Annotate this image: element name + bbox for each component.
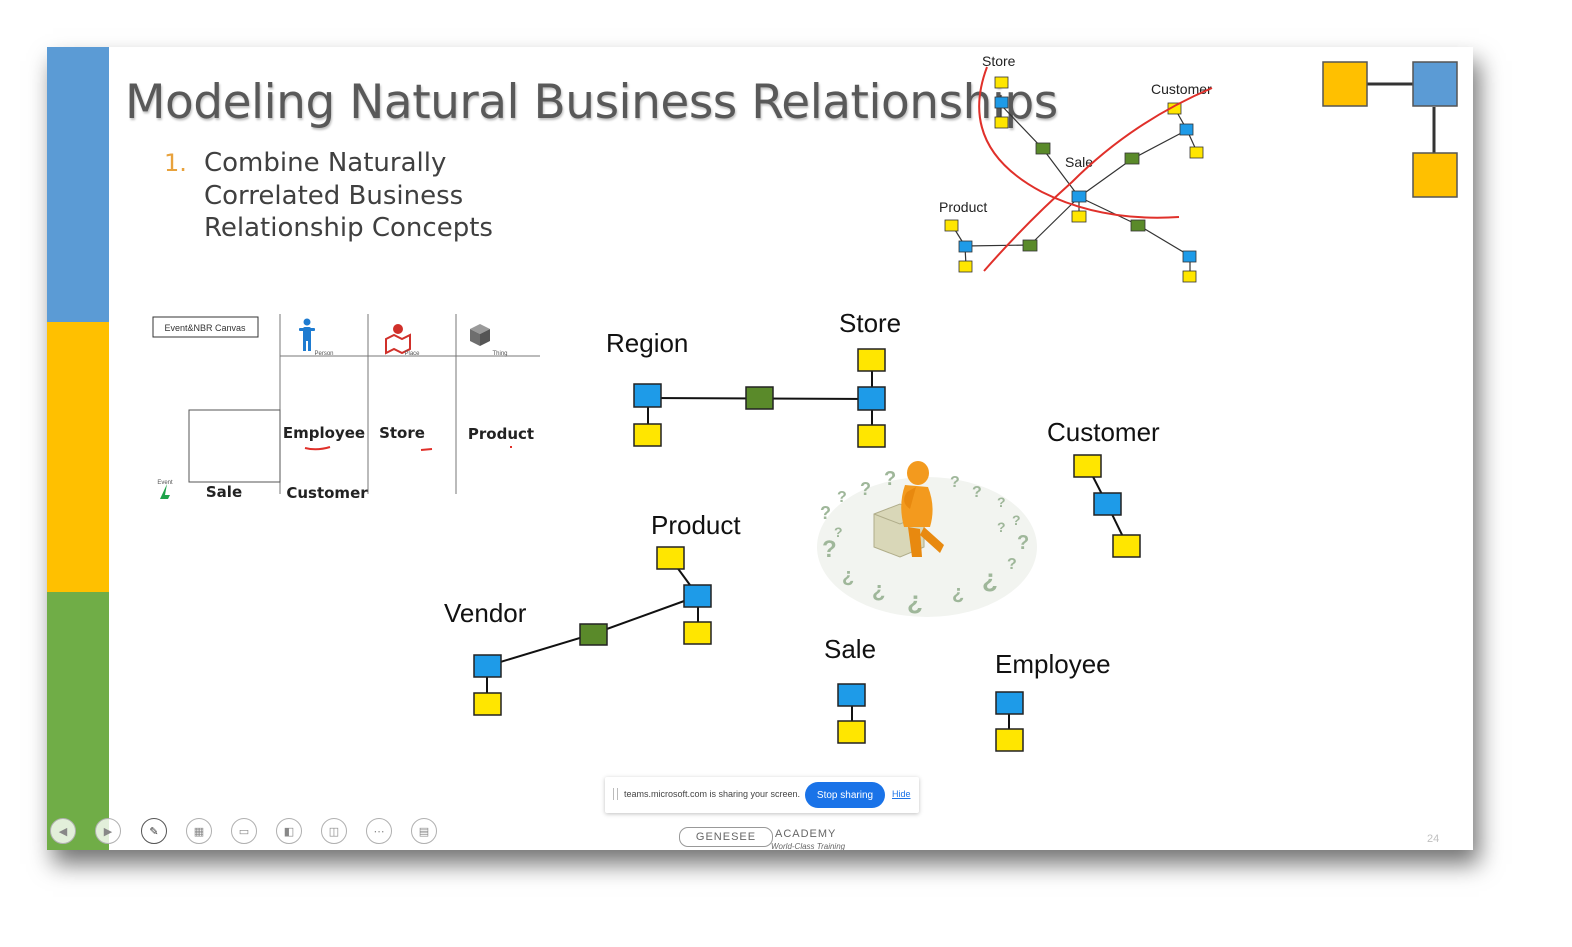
screen-share-bar: teams.microsoft.com is sharing your scre… xyxy=(605,777,919,813)
next-slide-button[interactable]: ▶ xyxy=(95,818,121,844)
mini-sale-label: Sale xyxy=(1065,154,1093,170)
bullet-text: Combine Naturally Correlated Business Re… xyxy=(204,148,493,243)
main-relationship-diagram: Region Store Customer Product Vendor Sal… xyxy=(444,308,1160,752)
svg-text:¿: ¿ xyxy=(842,565,854,587)
svg-text:?: ? xyxy=(860,479,871,499)
accent-band-orange xyxy=(47,322,109,592)
map-icon xyxy=(385,324,411,355)
mini-product-label: Product xyxy=(939,199,987,215)
canvas-sale: Sale xyxy=(206,483,242,499)
person-icon xyxy=(299,318,315,351)
canvas-store: Store xyxy=(379,424,425,442)
col-tag-person: Person xyxy=(314,351,333,357)
vendor-label: Vendor xyxy=(444,598,527,628)
camera-button[interactable]: ◧ xyxy=(276,818,302,844)
svg-text:?: ? xyxy=(997,494,1006,510)
svg-text:?: ? xyxy=(837,489,847,506)
svg-text:¿: ¿ xyxy=(952,582,964,604)
previous-slide-button[interactable]: ◀ xyxy=(50,818,76,844)
svg-text:?: ? xyxy=(822,536,837,563)
mini-relationship-diagram: Store Customer Sale Product xyxy=(939,53,1213,283)
svg-text:?: ? xyxy=(997,519,1006,535)
canvas-customer: Customer xyxy=(286,484,368,499)
svg-text:¿: ¿ xyxy=(872,577,885,602)
pen-tool-button[interactable]: ✎ xyxy=(141,818,167,844)
event-nbr-canvas: Event&NBR Canvas Person Place Thing Empl xyxy=(152,314,540,499)
col-tag-thing: Thing xyxy=(492,351,507,357)
subtitles-button[interactable]: ▤ xyxy=(411,818,437,844)
stop-sharing-button[interactable]: Stop sharing xyxy=(805,782,885,808)
hide-link[interactable]: Hide xyxy=(892,789,911,799)
see-all-slides-button[interactable]: ▦ xyxy=(186,818,212,844)
mini-customer-label: Customer xyxy=(1151,81,1212,97)
svg-text:¿: ¿ xyxy=(907,585,923,615)
customer-label: Customer xyxy=(1047,417,1160,447)
svg-text:¿: ¿ xyxy=(982,563,998,593)
canvas-employee: Employee xyxy=(283,424,365,442)
logo-right-text: ACADEMY xyxy=(775,828,837,840)
mini-store-label: Store xyxy=(982,53,1016,69)
accent-band-blue xyxy=(47,47,109,322)
bullet-number: 1. xyxy=(164,149,187,177)
svg-text:?: ? xyxy=(1007,556,1017,573)
canvas-header: Event&NBR Canvas xyxy=(164,323,246,333)
svg-text:?: ? xyxy=(1012,512,1021,528)
region-label: Region xyxy=(606,328,688,358)
package-icon xyxy=(470,324,490,346)
accent-band-green xyxy=(47,592,109,850)
slide-page-number: 24 xyxy=(1427,833,1440,845)
employee-label: Employee xyxy=(995,649,1111,679)
svg-text:?: ? xyxy=(834,524,843,540)
svg-text:?: ? xyxy=(972,484,982,501)
share-message: teams.microsoft.com is sharing your scre… xyxy=(624,789,801,799)
logo-tagline: World-Class Training xyxy=(771,842,846,850)
svg-text:?: ? xyxy=(1017,532,1029,554)
product-label: Product xyxy=(651,510,741,540)
more-options-button[interactable]: ⋯ xyxy=(366,818,392,844)
svg-text:?: ? xyxy=(820,503,831,523)
svg-text:?: ? xyxy=(884,468,896,490)
slide-title: Modeling Natural Business Relationships xyxy=(125,75,1058,130)
pointer-options-button[interactable]: ◫ xyxy=(321,818,347,844)
store-label: Store xyxy=(839,308,901,338)
svg-text:?: ? xyxy=(950,474,960,491)
row-tag-event: Event xyxy=(157,480,173,486)
drag-handle-icon[interactable] xyxy=(613,788,618,800)
presentation-slide: Modeling Natural Business Relationships … xyxy=(47,47,1473,850)
col-tag-place: Place xyxy=(404,351,420,357)
sale-label: Sale xyxy=(824,634,876,664)
genesee-academy-logo: GENESEE ACADEMY World-Class Training xyxy=(679,827,869,850)
zoom-button[interactable]: ▭ xyxy=(231,818,257,844)
thinking-figure-illustration: ? ? ? ? ? ? ? ? ? ? ¿ ¿ ¿ ¿ ¿ ? ? ? xyxy=(817,461,1037,617)
canvas-product: Product xyxy=(468,425,534,443)
relationship-logo-icon xyxy=(1322,61,1458,198)
lightning-icon xyxy=(160,484,170,499)
logo-left-text: GENESEE xyxy=(679,827,773,847)
